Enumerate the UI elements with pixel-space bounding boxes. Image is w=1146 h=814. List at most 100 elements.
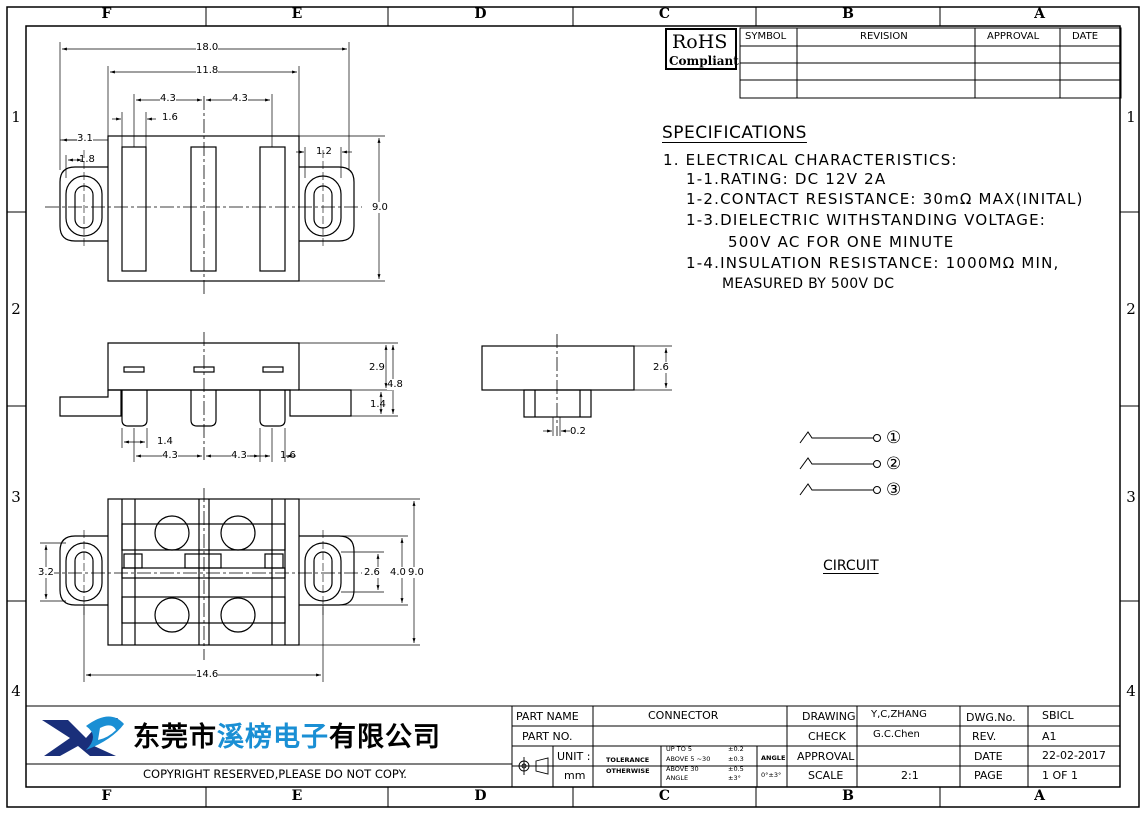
outer-frame (6, 6, 1140, 808)
part-name-value: CONNECTOR (648, 709, 719, 722)
zone-row-4: 4 (11, 682, 21, 700)
dim-bottom-slot: 3.2 (38, 567, 54, 578)
dim-bottom-inner: 2.6 (364, 567, 380, 578)
part-no-label: PART NO. (522, 730, 573, 743)
dim-bottom-flange: 4.0 (390, 567, 406, 578)
dim-overall-length: 18.0 (196, 42, 219, 53)
unit-label: UNIT : (557, 750, 591, 763)
column-dividers (205, 7, 941, 807)
rohs-badge: RoHS Compliant (665, 28, 739, 70)
zone-col-d-bottom: D (474, 788, 487, 804)
dim-body-width: 9.0 (372, 202, 388, 213)
zone-col-f: F (101, 6, 112, 22)
top-view-dims (59, 42, 385, 282)
circuit-label: CIRCUIT (823, 558, 879, 574)
rohs-compliant-label: Compliant (669, 54, 739, 68)
company-name: 东莞市溪榜电子有限公司 (133, 715, 441, 754)
spec-line-4: 1-3.DIELECTRIC WITHSTANDING VOLTAGE: (686, 211, 1047, 229)
tol-range-3: ABOVE 30 (666, 765, 699, 773)
zone-col-b: B (842, 6, 854, 22)
date-label: DATE (974, 750, 1003, 763)
side-view (59, 332, 352, 460)
zone-col-a: A (1034, 6, 1045, 22)
zone-col-c: C (658, 6, 671, 22)
dim-slot-width: 1.2 (316, 146, 332, 157)
zone-col-a-bottom: A (1034, 788, 1045, 804)
zone-col-b-bottom: B (842, 788, 854, 804)
tolerance-otherwise: OTHERWISE (606, 767, 650, 775)
dim-end-thickness: 0.2 (570, 426, 586, 437)
angle-label: ANGLE (761, 754, 786, 762)
dim-slot-offset: 3.1 (77, 133, 93, 144)
dim-side-height: 2.9 (369, 362, 385, 373)
spec-line-5: 500V AC FOR ONE MINUTE (728, 233, 955, 251)
zone-col-d: D (474, 6, 487, 22)
spec-line-6: 1-4.INSULATION RESISTANCE: 1000MΩ MIN, (686, 254, 1060, 272)
dim-slot-edge: 1.8 (79, 154, 95, 165)
drawing-label: DRAWING (802, 710, 856, 723)
tolerance-label: TOLERANCE (606, 756, 650, 764)
zone-col-f-bottom: F (101, 788, 112, 804)
tol-range-2: ABOVE 5 ~30 (666, 755, 711, 763)
scale-value: 2:1 (901, 769, 919, 782)
tol-value-2: ±0.3 (728, 755, 744, 763)
spec-line-1: 1. ELECTRICAL CHARACTERISTICS: (663, 151, 958, 169)
zone-row-1: 1 (11, 108, 21, 126)
rev-header-date: DATE (1072, 31, 1099, 42)
dim-side-total: 4.8 (387, 379, 403, 390)
title-block-grid (26, 705, 1120, 787)
tol-range-4: ANGLE (666, 774, 689, 782)
projection-symbol (515, 757, 549, 775)
date-value: 22-02-2017 (1042, 749, 1106, 762)
page-value: 1 OF 1 (1042, 769, 1078, 782)
dim-body-length: 11.8 (196, 65, 219, 76)
rohs-label: RoHS (672, 31, 728, 53)
unit-value: mm (564, 769, 586, 782)
dim-end-height: 2.6 (653, 362, 669, 373)
zone-row-2-right: 2 (1126, 300, 1136, 318)
dim-bottom-width: 9.0 (408, 567, 424, 578)
specifications-title: SPECIFICATIONS (662, 123, 807, 143)
company-name-highlight: 溪榜电子 (217, 722, 329, 753)
rev-header-revision: REVISION (860, 31, 908, 42)
rev-label: REV. (972, 730, 997, 743)
dwg-no-value: SBICL (1042, 709, 1074, 722)
dim-pitch-left: 4.3 (160, 93, 176, 104)
circuit-pin-2: ② (886, 454, 902, 474)
dim-pin-pitch-left: 4.3 (162, 450, 178, 461)
tol-value-4: ±3° (728, 774, 741, 782)
zone-row-2: 2 (11, 300, 21, 318)
dim-pin-pitch-right: 4.3 (231, 450, 247, 461)
company-name-suffix: 有限公司 (329, 722, 441, 753)
dwg-no-label: DWG.No. (966, 711, 1016, 724)
circuit-pin-3: ③ (886, 480, 902, 500)
top-view (45, 96, 362, 296)
company-logo (42, 716, 124, 756)
rev-value: A1 (1042, 730, 1057, 743)
zone-row-3: 3 (11, 488, 21, 506)
zone-col-e-bottom: E (291, 788, 303, 804)
approval-label: APPROVAL (797, 750, 855, 763)
bottom-view-dims (40, 498, 420, 682)
row-dividers (7, 211, 1139, 602)
drawing-by: Y,C,ZHANG (871, 709, 927, 720)
circuit-diagram (799, 431, 881, 496)
dim-contact-width: 1.6 (162, 112, 178, 123)
tol-range-1: UP TO 5 (666, 745, 693, 753)
revision-table-grid (739, 27, 1122, 99)
dim-pitch-right: 4.3 (232, 93, 248, 104)
angle-value: 0°±3° (761, 771, 782, 779)
copyright-notice: COPYRIGHT RESERVED,PLEASE DO NOT COPY. (143, 767, 407, 781)
rev-header-approval: APPROVAL (987, 31, 1040, 42)
check-by: G.C.Chen (873, 729, 920, 740)
spec-line-2: 1-1.RATING: DC 12V 2A (686, 170, 887, 188)
circuit-pin-1: ① (886, 428, 902, 448)
dim-pin-gap: 1.6 (280, 450, 296, 461)
rev-header-symbol: SYMBOL (745, 31, 787, 42)
end-view-dims (543, 345, 672, 436)
dim-side-flange: 1.4 (370, 399, 386, 410)
zone-row-1-right: 1 (1126, 108, 1136, 126)
dim-slot-spacing: 14.6 (196, 669, 219, 680)
company-name-prefix: 东莞市 (133, 722, 217, 753)
